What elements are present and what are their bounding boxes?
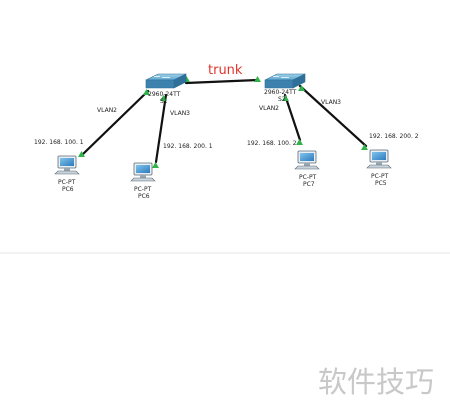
switch-s1[interactable]: 2960-24TT S1 [145, 73, 187, 105]
pc-icon [294, 150, 320, 170]
pc-middle-right[interactable]: PC-PT PC7 [294, 150, 320, 188]
switch-model-label: 2960-24TT [264, 89, 297, 96]
link-s1-pc-right[interactable] [154, 93, 168, 164]
pc-left[interactable]: PC-PT PC6 [54, 155, 80, 193]
port-light [152, 162, 159, 168]
link-s1-pc-left[interactable] [80, 89, 150, 157]
pc-type-label: PC-PT [58, 179, 76, 186]
pc-icon [54, 155, 80, 175]
pc-name-label: PC7 [303, 181, 315, 188]
switch-name-label: S2 [278, 96, 286, 103]
port-light [282, 95, 289, 101]
pc-icon [366, 149, 392, 169]
pc-type-label: PC-PT [134, 186, 152, 193]
port-light [296, 139, 303, 145]
pc-right[interactable]: PC-PT PC5 [366, 149, 392, 187]
port-light [143, 89, 150, 95]
pc-type-label: PC-PT [371, 173, 389, 180]
watermark: 软件技巧 [318, 365, 434, 399]
link-s2-pc5[interactable] [298, 84, 368, 148]
port-light [78, 151, 85, 157]
ip-label: 192. 168. 200. 2 [369, 133, 419, 140]
ip-label: 192. 168. 200. 1 [163, 143, 213, 150]
switch-s2[interactable]: 2960-24TT S2 [264, 73, 306, 103]
port-light [298, 85, 305, 91]
vlan-label: VLAN2 [259, 105, 279, 112]
pc-middle-left[interactable]: PC-PT PC6 [130, 162, 156, 200]
trunk-link[interactable] [184, 78, 260, 85]
pc-name-label: PC6 [62, 186, 74, 193]
vlan-label: VLAN3 [170, 110, 190, 117]
vlan-label: VLAN2 [97, 107, 117, 114]
ip-label: 192. 168. 100. 1 [34, 139, 84, 146]
port-light [361, 144, 368, 150]
switch-icon [264, 73, 306, 89]
links [80, 78, 368, 164]
ip-label: 192. 168. 100. 2 [247, 140, 297, 147]
pc-icon [130, 162, 156, 182]
link-s2-pc7[interactable] [283, 93, 302, 142]
port-lights [78, 76, 368, 168]
switch-model-label: 2960-24TT [148, 91, 181, 98]
pc-type-label: PC-PT [299, 174, 317, 181]
port-light [254, 76, 261, 82]
switch-name-label: S1 [160, 98, 168, 105]
trunk-label: trunk [208, 63, 243, 78]
switch-icon [145, 73, 187, 89]
pc-name-label: PC6 [138, 193, 150, 200]
port-light [160, 95, 167, 101]
vlan-label: VLAN3 [321, 99, 341, 106]
pc-name-label: PC5 [375, 180, 387, 187]
